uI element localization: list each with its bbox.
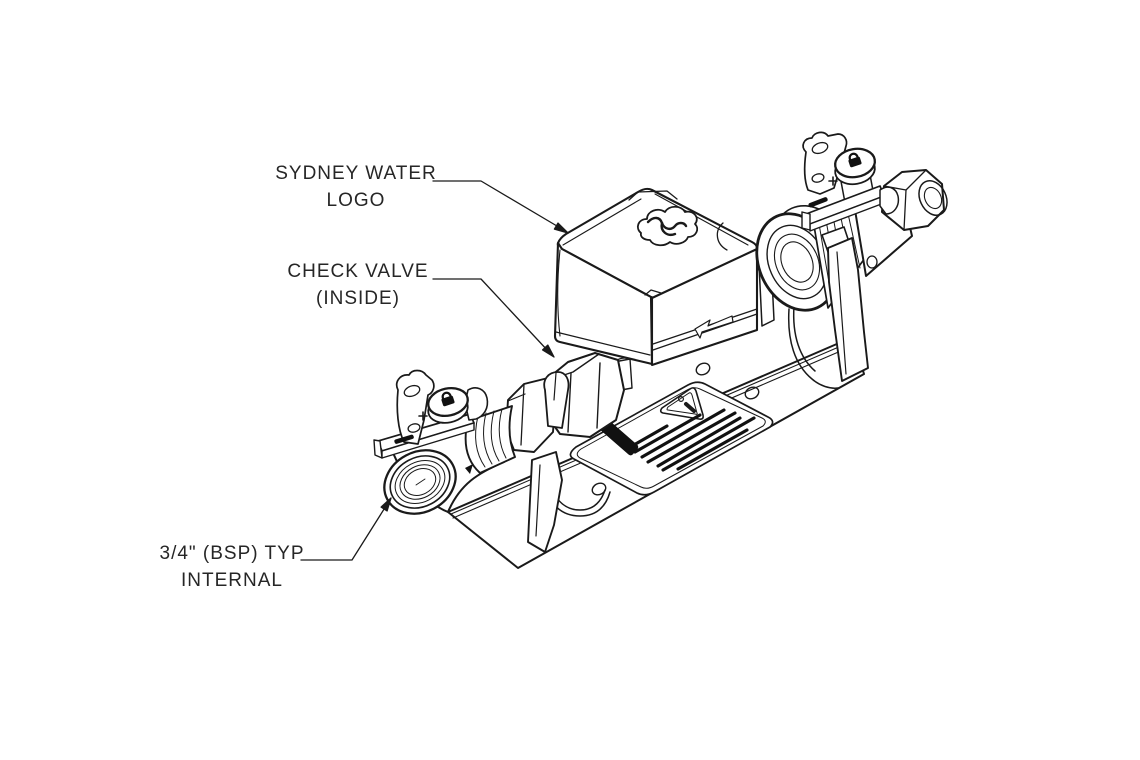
- handle-stamp-text: [808, 197, 828, 208]
- callout-bsp-thread: 3/4" (BSP) TYP INTERNAL: [142, 540, 322, 594]
- padlock-icon: [848, 152, 862, 168]
- lockable-handle-outlet: [801, 131, 900, 232]
- knurled-collar: [464, 405, 516, 474]
- meter-body: [553, 187, 759, 367]
- callout-line: CHECK VALVE: [287, 261, 429, 282]
- callout-check-valve: CHECK VALVE (INSIDE): [268, 258, 448, 312]
- label-fine-print: [630, 408, 756, 472]
- leader-arrowhead: [380, 497, 392, 512]
- bleed-screw: [866, 255, 878, 269]
- callout-line: INTERNAL: [181, 570, 283, 591]
- hex-end-cap: [881, 169, 948, 231]
- leader-arrowhead: [553, 222, 569, 234]
- warning-label-plate: [569, 381, 774, 496]
- callout-line: (INSIDE): [316, 288, 400, 309]
- callout-line: LOGO: [326, 190, 386, 211]
- bracket-upright-right: [821, 226, 869, 382]
- lockable-handle-inlet: [373, 369, 489, 459]
- outlet-ball-valve: [755, 131, 948, 382]
- callout-sydney-water-logo: SYDNEY WATER LOGO: [266, 160, 446, 214]
- leader-arrowhead: [541, 344, 555, 358]
- bsp-threaded-inlet: [383, 449, 457, 515]
- flow-direction-arrow-icon: [694, 315, 734, 339]
- leader-lines: [300, 180, 569, 561]
- warning-triangle-icon: [659, 387, 704, 420]
- bracket-upright-left: [527, 371, 570, 553]
- inlet-ball-valve: [373, 369, 570, 553]
- callout-line: 3/4" (BSP) TYP: [159, 543, 305, 564]
- body-stamp-arrow: [465, 464, 473, 474]
- leader-bsp-thread: [300, 497, 392, 561]
- plus-mark: [418, 411, 428, 421]
- handle-stamp-text: [394, 434, 414, 444]
- plus-mark: [828, 176, 838, 186]
- padlock-icon: [441, 391, 455, 407]
- sydney-water-logo-mark: [636, 205, 699, 247]
- leader-sydney-water-logo: [432, 180, 569, 234]
- leader-check-valve: [432, 278, 555, 358]
- callout-line: SYDNEY WATER: [275, 163, 437, 184]
